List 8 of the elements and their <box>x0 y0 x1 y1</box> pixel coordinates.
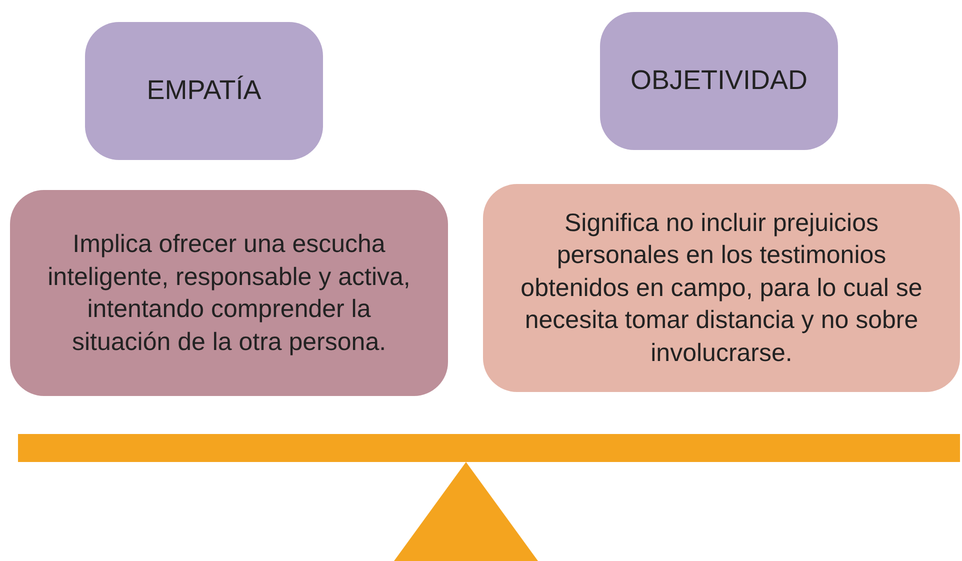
description-box <box>10 190 448 396</box>
heading-text: OBJETIVIDAD <box>630 64 808 98</box>
heading-box <box>600 12 838 150</box>
heading-text: EMPATÍA <box>146 74 262 108</box>
description-text: Implica ofrecer una escucha inteligente, responsable y activa, intentando comprender la situación de la otra persona. <box>46 229 412 358</box>
description-text: Significa no incluir prejuicios personales en los testimonios obtenidos en campo, para lo cual se necesita tomar distancia y no sobre involucrarse. <box>520 208 924 369</box>
heading-box <box>85 22 323 160</box>
description-box <box>483 184 960 392</box>
